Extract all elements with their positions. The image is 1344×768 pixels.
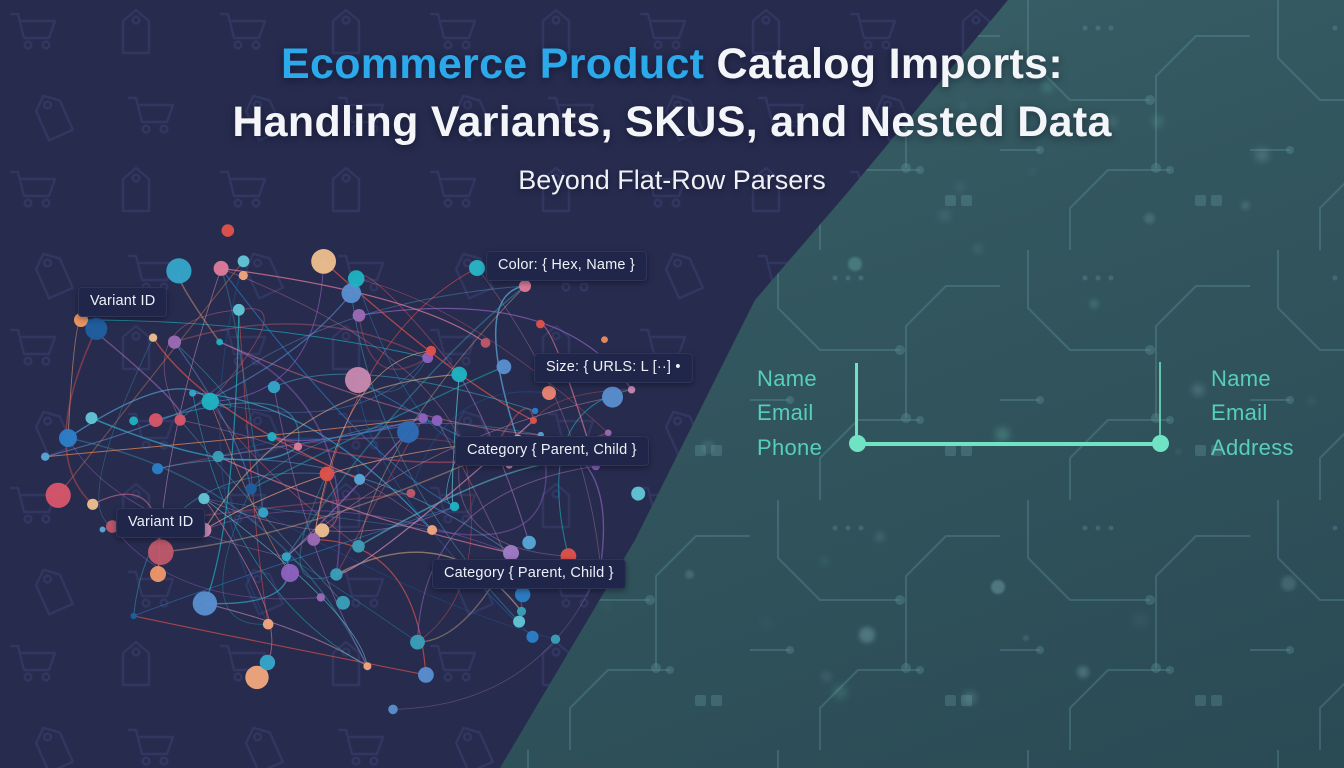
bokeh-dot	[821, 671, 832, 682]
bokeh-dot	[1151, 115, 1164, 128]
bokeh-dot	[685, 570, 694, 579]
bokeh-dot	[1042, 81, 1053, 92]
source-field-name: Name	[757, 366, 817, 391]
source-field-phone: Phone	[757, 435, 823, 460]
callout-size: Size: { URLS: L [··] •	[534, 353, 693, 384]
bokeh-dot	[761, 618, 771, 628]
bokeh-dot	[875, 532, 885, 542]
bokeh-dot	[604, 603, 609, 608]
callout-color: Color: { Hex, Name }	[486, 251, 647, 282]
bokeh-dot	[701, 440, 715, 454]
bokeh-dot	[1242, 202, 1249, 209]
subtitle: Beyond Flat-Row Parsers	[518, 165, 826, 196]
bokeh-dot	[821, 558, 828, 565]
source-field-email: Email	[757, 400, 814, 425]
title-block: Ecommerce Product Catalog Imports: Handl…	[0, 36, 1344, 196]
bokeh-dot	[956, 183, 964, 191]
bokeh-dot	[834, 686, 846, 698]
title-line1-accent: Ecommerce Product	[281, 40, 705, 88]
bokeh-dot	[1090, 300, 1098, 308]
callout-variant-id-1: Variant ID	[78, 287, 168, 318]
bokeh-dot	[859, 627, 875, 643]
bokeh-dot	[960, 103, 966, 109]
bokeh-dot	[939, 210, 950, 221]
bokeh-dot	[1023, 635, 1029, 641]
callout-category-2: Category { Parent, Child }	[432, 559, 626, 590]
title-line1: Ecommerce Product Catalog Imports:	[0, 36, 1344, 94]
title-line1-rest: Catalog Imports:	[704, 40, 1063, 88]
bokeh-dot	[1077, 666, 1089, 678]
mapping-connector-bar	[857, 442, 1160, 446]
target-field-name: Name	[1211, 366, 1271, 391]
target-field-email: Email	[1211, 400, 1268, 425]
bokeh-dot	[1175, 448, 1182, 455]
bokeh-dot	[991, 580, 1005, 594]
title-line2: Handling Variants, SKUS, and Nested Data	[232, 97, 1112, 146]
mapping-connector-right-dot	[1152, 435, 1169, 452]
bokeh-dot	[1030, 169, 1035, 174]
target-field-address: Address	[1211, 435, 1294, 460]
bokeh-dot	[1105, 117, 1116, 128]
mapping-connector-right-line	[1159, 362, 1161, 442]
bokeh-dot	[1281, 576, 1296, 591]
bokeh-dot	[1133, 613, 1148, 628]
bokeh-dot	[1255, 148, 1269, 162]
bokeh-dot	[848, 257, 862, 271]
mapping-connector-left-line	[855, 363, 858, 444]
bokeh-dot	[1144, 213, 1155, 224]
bokeh-dot	[973, 244, 983, 254]
bokeh-dot	[996, 428, 1009, 441]
network-nodes	[41, 224, 646, 715]
bokeh-dot	[1308, 398, 1315, 405]
bokeh-dot	[1192, 384, 1204, 396]
callout-variant-id-2: Variant ID	[116, 508, 206, 539]
bokeh-dot	[963, 691, 977, 705]
callout-category-1: Category { Parent, Child }	[455, 436, 649, 467]
